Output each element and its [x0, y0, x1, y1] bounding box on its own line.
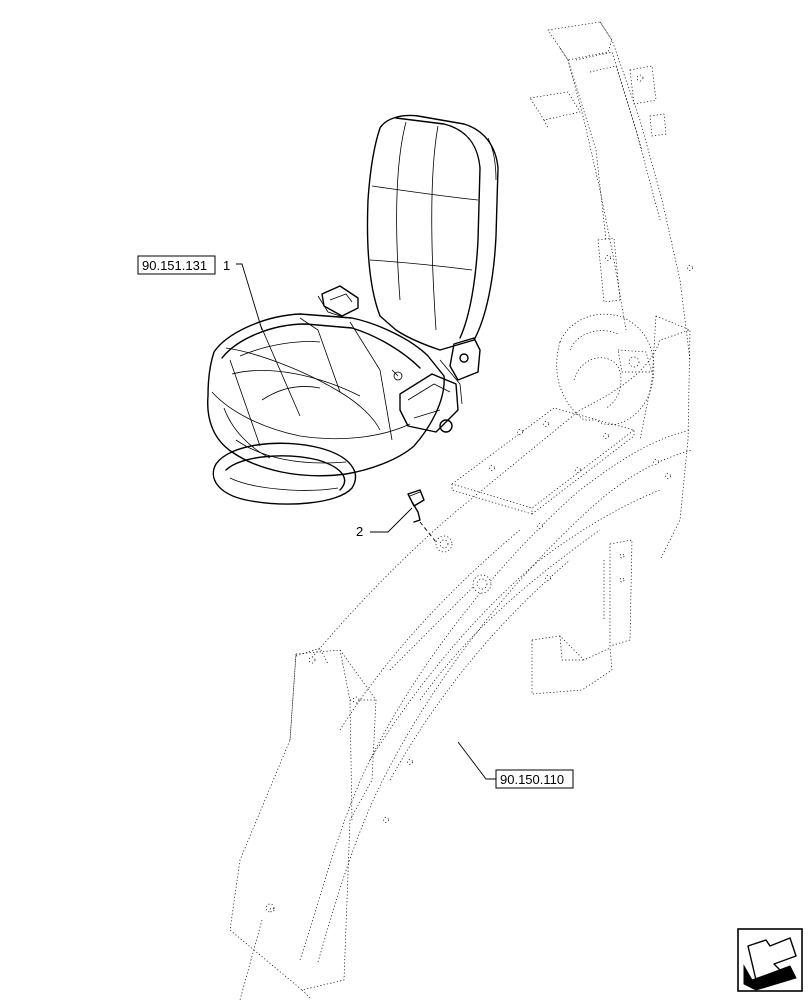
cab-frame-structure: [229, 21, 693, 1000]
arrow-corner-icon[interactable]: [737, 928, 803, 992]
callout-fender: 90.150.110: [457, 741, 574, 789]
bolt-item-number: 2: [356, 524, 363, 539]
callout-bolt: 2: [356, 507, 413, 539]
callout-seat: 90.151.131 1: [137, 255, 263, 331]
bolt-part: [407, 489, 425, 523]
seat-item-number: 1: [223, 258, 230, 273]
seat-assembly: [207, 114, 499, 505]
seat-ref-label: 90.151.131: [142, 258, 207, 273]
fender-ref-label: 90.150.110: [500, 772, 564, 787]
bolt-install-path: [419, 521, 437, 543]
